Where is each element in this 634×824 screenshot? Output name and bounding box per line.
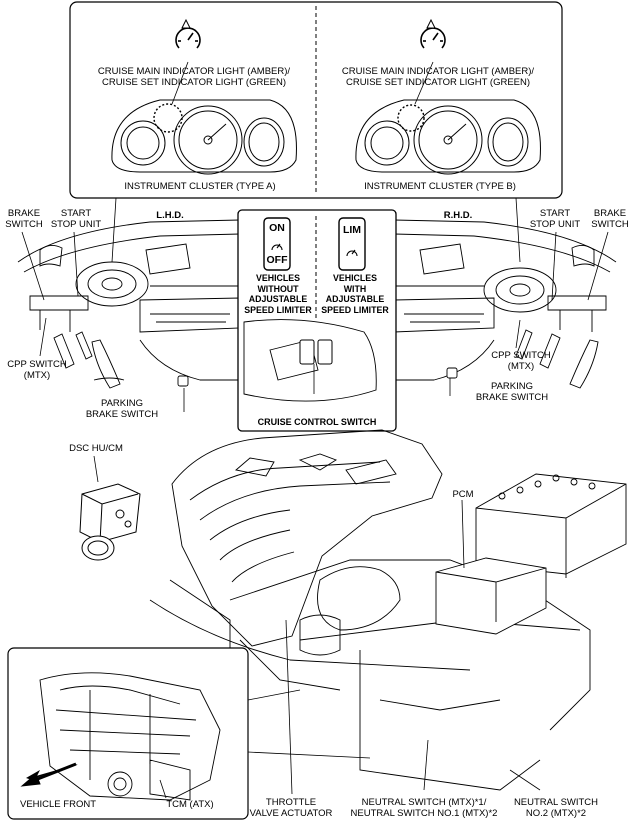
parking-brake-label-right: PARKING BRAKE SWITCH [452,381,572,403]
indicator-label-right: CRUISE MAIN INDICATOR LIGHT (AMBER)/ CRU… [322,66,554,88]
cpp-switch-label-right: CPP SWITCH (MTX) [486,350,556,372]
neutral1-line1: NEUTRAL SWITCH (MTX)*1/ [361,797,487,808]
cruise-off-text: OFF [266,254,288,266]
neutral-switch-2-label: NEUTRAL SWITCH NO.2 (MTX)*2 [506,797,606,819]
neutral-switch-1-label: NEUTRAL SWITCH (MTX)*1/ NEUTRAL SWITCH N… [344,797,504,819]
cpp-right-line2: (MTX) [507,361,535,372]
cpp-left-line1: CPP SWITCH [7,359,67,370]
cruise-control-switch-title: CRUISE CONTROL SWITCH [257,417,377,427]
indicator-label-left: CRUISE MAIN INDICATOR LIGHT (AMBER)/ CRU… [78,66,310,88]
brake-switch-left-line1: BRAKE [7,208,41,219]
start-stop-label-left: START STOP UNIT [48,208,104,230]
cruise-lim-text: LIM [342,224,362,236]
start-stop-right-line1: START [539,208,571,219]
engine-assembly [149,429,591,791]
indicator-label-left-line2: CRUISE SET INDICATOR LIGHT (GREEN) [101,77,287,88]
instrument-cluster-panel [69,1,563,199]
cruise-on-text: ON [269,222,285,234]
indicator-label-left-line1: CRUISE MAIN INDICATOR LIGHT (AMBER)/ [97,66,291,77]
dashboard-lhd [17,219,241,389]
lhd-label: L.H.D. [156,210,184,221]
cluster-label-type-b: INSTRUMENT CLUSTER (TYPE B) [364,181,516,192]
cruise-caption-with: VEHICLES WITH ADJUSTABLE SPEED LIMITER [316,273,394,315]
dsc-hu-cm-unit [79,455,141,561]
instrument-cluster-type-a [111,61,297,175]
brake-switch-right-line2: SWITCH [591,219,629,230]
pcm-and-battery [435,473,627,635]
transmission-inset-panel [7,647,249,820]
caption-with-line3: ADJUSTABLE [325,294,385,304]
throttle-line1: THROTTLE [265,797,317,808]
cruise-control-switch-panel [237,209,397,432]
start-stop-left-line1: START [60,208,92,219]
parking-brake-label-left: PARKING BRAKE SWITCH [62,398,182,420]
brake-switch-label-right: BRAKE SWITCH [588,208,632,230]
start-stop-right-line2: STOP UNIT [529,219,581,230]
dsc-hu-cm-label: DSC HU/CM [69,443,123,454]
parking-left-line2: BRAKE SWITCH [85,409,159,420]
vehicle-front-label: VEHICLE FRONT [19,799,96,810]
rhd-label: R.H.D. [443,210,473,221]
caption-with-line4: SPEED LIMITER [321,304,389,315]
cruise-caption-without: VEHICLES WITHOUT ADJUSTABLE SPEED LIMITE… [240,273,316,315]
cpp-right-line1: CPP SWITCH [491,350,551,361]
pcm-label: PCM [452,489,474,500]
parking-left-line1: PARKING [100,398,144,409]
tcm-atx-label: TCM (ATX) [166,799,214,810]
caption-without-line4: SPEED LIMITER [244,304,312,315]
brake-switch-label-left: BRAKE SWITCH [2,208,46,230]
dashboard-leader-lines [21,231,609,412]
cpp-left-line2: (MTX) [23,370,51,381]
cpp-switch-label-left: CPP SWITCH (MTX) [2,359,72,381]
brake-switch-left-line2: SWITCH [5,219,43,230]
caption-without-line1: VEHICLES [256,273,300,283]
brake-switch-right-line1: BRAKE [593,208,627,219]
parking-right-line1: PARKING [490,381,534,392]
caption-without-line2: WITHOUT [257,283,299,294]
cluster-label-type-a: INSTRUMENT CLUSTER (TYPE A) [124,181,276,192]
caption-with-line2: WITH [343,283,367,294]
cruise-indicator-icon-right [420,18,446,49]
neutral1-line2: NEUTRAL SWITCH NO.1 (MTX)*2 [350,808,498,819]
start-stop-left-line2: STOP UNIT [50,219,102,230]
neutral2-line1: NEUTRAL SWITCH [513,797,599,808]
caption-without-line3: ADJUSTABLE [248,294,308,304]
parking-right-line2: BRAKE SWITCH [475,392,549,403]
instrument-cluster-type-b [355,61,541,175]
start-stop-label-right: START STOP UNIT [526,208,584,230]
indicator-label-right-line1: CRUISE MAIN INDICATOR LIGHT (AMBER)/ [341,66,535,77]
caption-with-line1: VEHICLES [333,273,377,283]
throttle-line2: VALVE ACTUATOR [249,808,333,819]
neutral2-line2: NO.2 (MTX)*2 [525,808,587,819]
indicator-label-right-line2: CRUISE SET INDICATOR LIGHT (GREEN) [345,77,531,88]
dashboard-rhd [393,219,617,389]
cruise-indicator-icon-left [175,18,201,49]
throttle-label: THROTTLE VALVE ACTUATOR [238,797,344,819]
engine-leader-lines [285,619,541,795]
vehicle-front-arrow [26,764,78,782]
